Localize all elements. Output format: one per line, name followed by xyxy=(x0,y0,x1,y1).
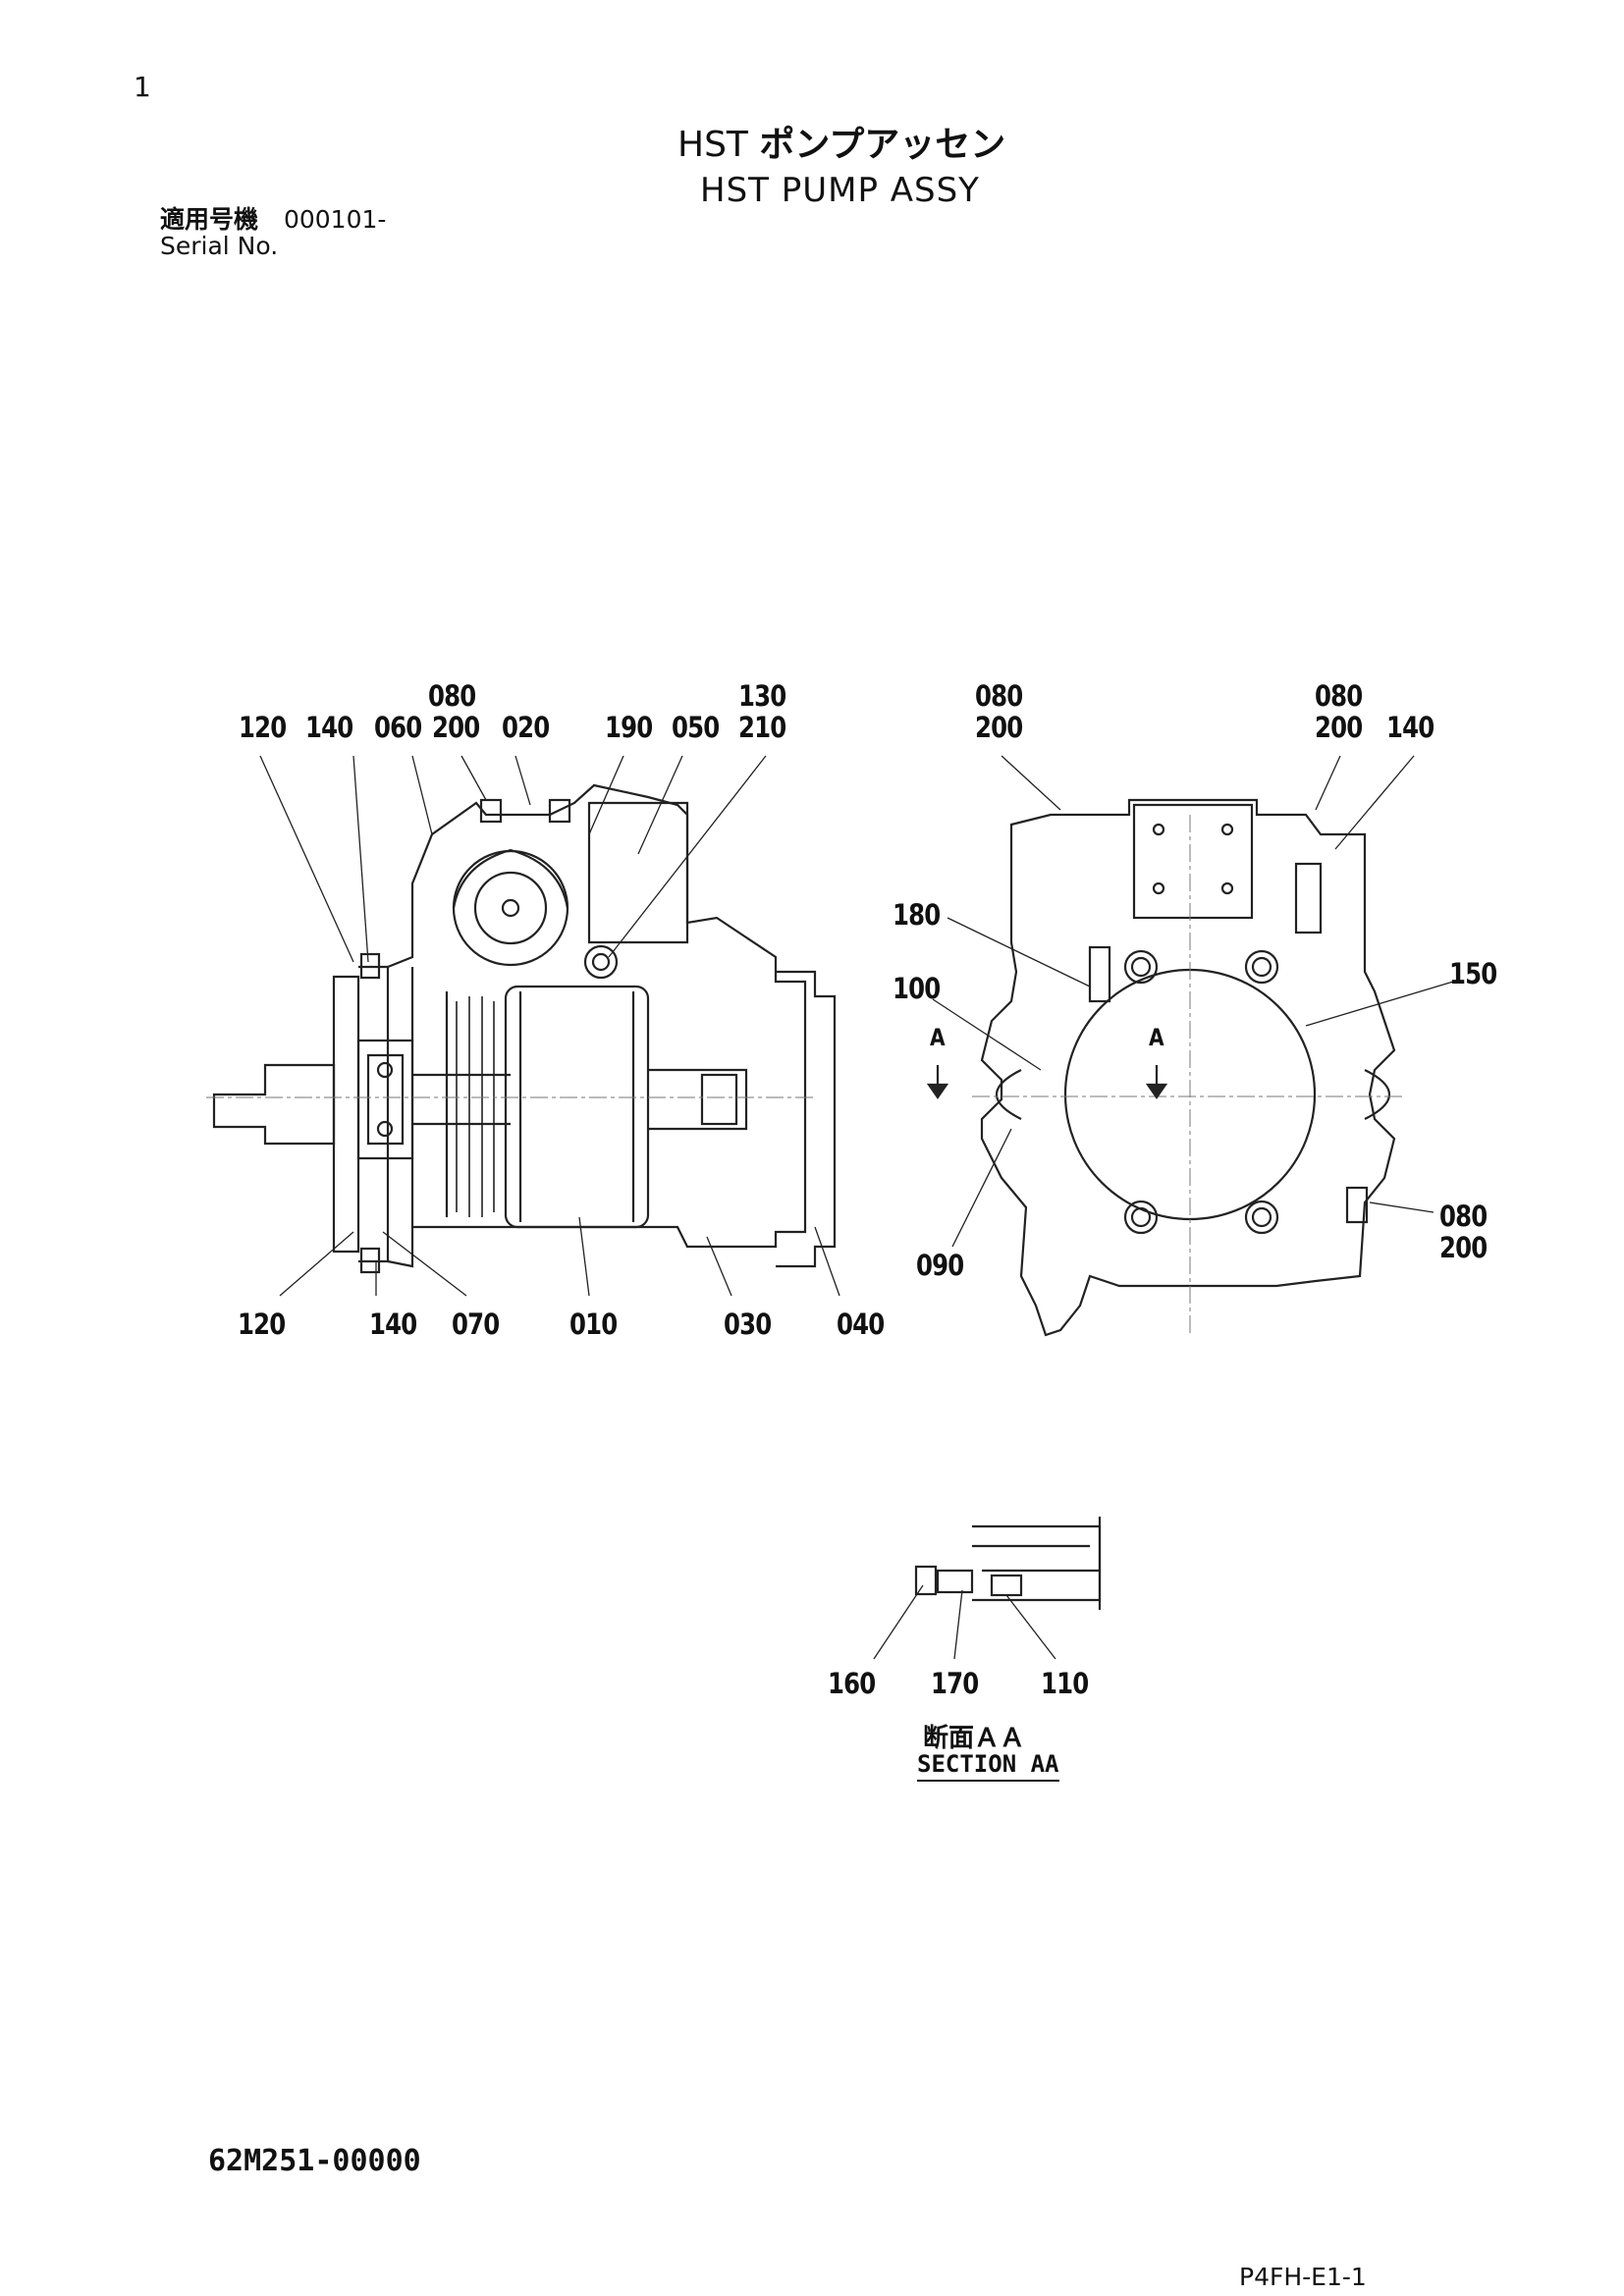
part-label-020: 020 xyxy=(502,711,550,744)
part-label-140-right: 140 xyxy=(1386,711,1435,744)
part-label-200-right-top: 200 xyxy=(1315,711,1363,744)
part-label-090: 090 xyxy=(916,1249,964,1282)
part-label-060: 060 xyxy=(374,711,422,744)
part-label-210: 210 xyxy=(738,711,786,744)
drawing-number: 62M251-00000 xyxy=(208,2144,421,2178)
part-label-200-side: 200 xyxy=(1439,1231,1488,1264)
serial-value: 000101- xyxy=(283,205,387,234)
part-label-140: 140 xyxy=(305,711,353,744)
part-label-010: 010 xyxy=(569,1308,618,1341)
side-view xyxy=(206,755,840,1297)
section-label-english: SECTION AA xyxy=(917,1750,1059,1782)
part-label-170: 170 xyxy=(931,1667,979,1700)
part-label-130: 130 xyxy=(738,679,786,713)
title-japanese: HST ポンプアッセン xyxy=(677,116,1005,167)
part-label-200: 200 xyxy=(432,711,480,744)
page-code: P4FH-E1-1 xyxy=(1239,2263,1367,2291)
part-label-200-right: 200 xyxy=(975,711,1023,744)
serial-row: 適用号機 000101- xyxy=(160,200,386,236)
serial-label-en: Serial No. xyxy=(160,232,279,260)
part-label-030: 030 xyxy=(724,1308,772,1341)
section-mark-a-right: A xyxy=(1149,1024,1164,1051)
part-label-120-bottom: 120 xyxy=(238,1308,286,1341)
part-label-160: 160 xyxy=(828,1667,876,1700)
section-mark-a-left: A xyxy=(930,1024,946,1051)
part-label-180: 180 xyxy=(893,898,941,932)
part-label-080-right: 080 xyxy=(975,679,1023,713)
part-label-190: 190 xyxy=(605,711,653,744)
end-view xyxy=(926,755,1454,1337)
section-aa-detail xyxy=(873,1517,1102,1660)
part-label-120: 120 xyxy=(239,711,287,744)
part-label-140-bottom: 140 xyxy=(369,1308,417,1341)
title-jp-main: ポンプアッセン xyxy=(759,125,1006,165)
part-label-050: 050 xyxy=(672,711,720,744)
part-label-110: 110 xyxy=(1041,1667,1089,1700)
part-label-150: 150 xyxy=(1449,957,1497,990)
title-english: HST PUMP ASSY xyxy=(700,171,980,210)
part-label-080: 080 xyxy=(428,679,476,713)
part-label-080-right-top: 080 xyxy=(1315,679,1363,713)
part-label-100: 100 xyxy=(893,972,941,1005)
title-jp-prefix: HST xyxy=(677,125,748,165)
part-label-080-side: 080 xyxy=(1439,1200,1488,1233)
page-number: 1 xyxy=(134,71,151,103)
part-label-070: 070 xyxy=(452,1308,500,1341)
serial-label-jp: 適用号機 xyxy=(160,205,259,234)
part-label-040: 040 xyxy=(837,1308,885,1341)
section-label-japanese: 断面ＡＡ xyxy=(923,1724,1026,1753)
